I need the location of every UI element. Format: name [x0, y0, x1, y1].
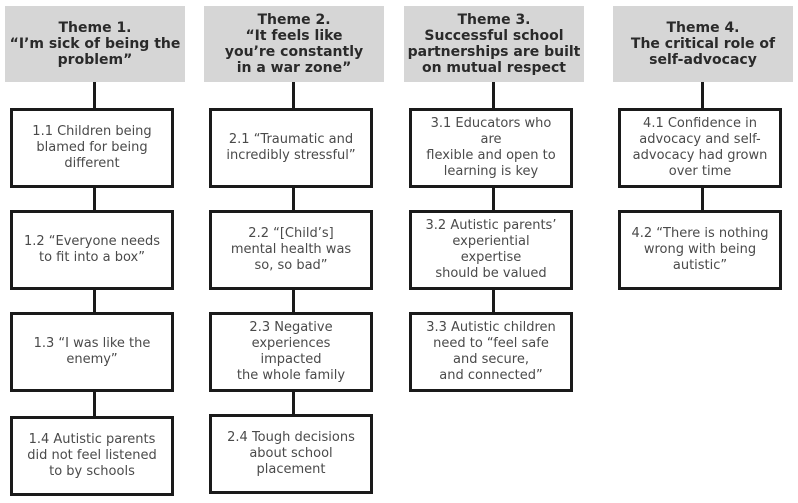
subtheme-label: 1.4 Autistic parents did not feel listen… [27, 432, 157, 479]
theme-column-4: Theme 4. The critical role of self-advoc… [613, 0, 793, 503]
connector-line [93, 188, 96, 212]
connector-line [93, 392, 96, 418]
theme-column-1: Theme 1. “I’m sick of being the problem”… [5, 0, 185, 503]
theme-title-4: Theme 4. The critical role of self-advoc… [630, 20, 776, 68]
connector-line [93, 82, 96, 110]
subtheme-box-3-2: 3.2 Autistic parents’ experiential exper… [409, 210, 573, 290]
subtheme-box-3-1: 3.1 Educators who are flexible and open … [409, 108, 573, 188]
theme-title-2: Theme 2. “It feels like you’re constantl… [224, 12, 364, 76]
connector-line [492, 290, 495, 314]
subtheme-label: 1.1 Children being blamed for being diff… [32, 124, 152, 171]
connector-line [701, 188, 704, 212]
subtheme-label: 2.4 Tough decisions about school placeme… [227, 430, 355, 477]
subtheme-label: 3.2 Autistic parents’ experiential exper… [425, 218, 557, 281]
subtheme-label: 3.1 Educators who are flexible and open … [426, 116, 556, 179]
subtheme-box-2-2: 2.2 “[Child’s] mental health was so, so … [209, 210, 373, 290]
subtheme-label: 2.1 “Traumatic and incredibly stressful” [226, 132, 356, 163]
connector-line [292, 290, 295, 314]
theme-column-3: Theme 3. Successful school partnerships … [404, 0, 584, 503]
theme-title-1: Theme 1. “I’m sick of being the problem” [9, 20, 181, 68]
connector-line [292, 82, 295, 110]
connector-line [292, 188, 295, 212]
subtheme-label: 2.2 “[Child’s] mental health was so, so … [230, 226, 352, 273]
connector-line [292, 392, 295, 416]
subtheme-box-2-3: 2.3 Negative experiences impacted the wh… [209, 312, 373, 392]
subtheme-box-3-3: 3.3 Autistic children need to “feel safe… [409, 312, 573, 392]
subtheme-box-1-4: 1.4 Autistic parents did not feel listen… [10, 416, 174, 496]
subtheme-box-4-1: 4.1 Confidence in advocacy and self- adv… [618, 108, 782, 188]
subtheme-label: 4.1 Confidence in advocacy and self- adv… [632, 116, 768, 179]
theme-title-3: Theme 3. Successful school partnerships … [407, 12, 581, 76]
subtheme-label: 3.3 Autistic children need to “feel safe… [426, 320, 556, 383]
connector-line [93, 290, 96, 314]
connector-line [492, 82, 495, 110]
theme-header-2: Theme 2. “It feels like you’re constantl… [204, 6, 384, 82]
subtheme-label: 2.3 Negative experiences impacted the wh… [236, 320, 346, 383]
connector-line [701, 82, 704, 110]
subtheme-label: 1.3 “I was like the enemy” [33, 336, 151, 367]
theme-column-2: Theme 2. “It feels like you’re constantl… [204, 0, 384, 503]
theme-header-4: Theme 4. The critical role of self-advoc… [613, 6, 793, 82]
subtheme-box-4-2: 4.2 “There is nothing wrong with being a… [618, 210, 782, 290]
subtheme-box-1-3: 1.3 “I was like the enemy” [10, 312, 174, 392]
subtheme-box-2-1: 2.1 “Traumatic and incredibly stressful” [209, 108, 373, 188]
subtheme-box-1-1: 1.1 Children being blamed for being diff… [10, 108, 174, 188]
theme-header-3: Theme 3. Successful school partnerships … [404, 6, 584, 82]
theme-header-1: Theme 1. “I’m sick of being the problem” [5, 6, 185, 82]
subtheme-label: 1.2 “Everyone needs to fit into a box” [23, 234, 161, 265]
subtheme-box-1-2: 1.2 “Everyone needs to fit into a box” [10, 210, 174, 290]
subtheme-box-2-4: 2.4 Tough decisions about school placeme… [209, 414, 373, 494]
connector-line [492, 188, 495, 212]
subtheme-label: 4.2 “There is nothing wrong with being a… [631, 226, 769, 273]
